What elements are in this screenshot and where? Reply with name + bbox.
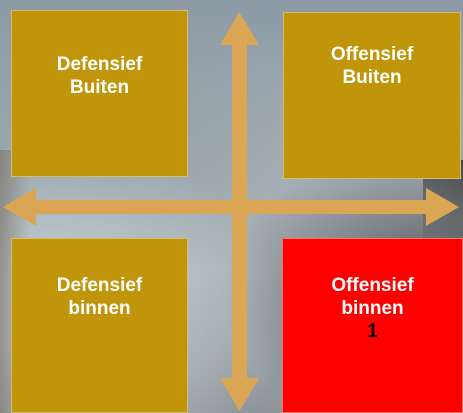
quadrant-label-line1: Offensief	[330, 44, 414, 65]
quadrant-label-line1: Offensief	[331, 275, 414, 296]
vertical-axis-arrowhead-up	[220, 12, 259, 45]
vertical-axis-arrowhead-down	[220, 378, 259, 411]
quadrant-defensief-binnen: Defensief binnen	[11, 238, 188, 413]
quadrant-defensief-buiten: Defensief Buiten	[11, 10, 188, 177]
horizontal-axis-arrowhead-left	[3, 188, 36, 226]
horizontal-axis-shaft	[30, 200, 430, 214]
horizontal-axis-arrowhead-right	[426, 188, 459, 226]
quadrant-count: 1	[367, 321, 378, 342]
quadrant-label-line2: binnen	[341, 298, 404, 319]
quadrant-label-line2: Buiten	[342, 67, 402, 88]
quadrant-offensief-buiten: Offensief Buiten	[283, 12, 461, 179]
quadrant-label-line1: Defensief	[56, 54, 143, 75]
quadrant-offensief-binnen: Offensief binnen 1	[282, 238, 463, 413]
quadrant-label-line2: binnen	[68, 298, 131, 319]
quadrant-label-line2: Buiten	[69, 77, 130, 98]
quadrant-label-line1: Defensief	[56, 275, 143, 296]
